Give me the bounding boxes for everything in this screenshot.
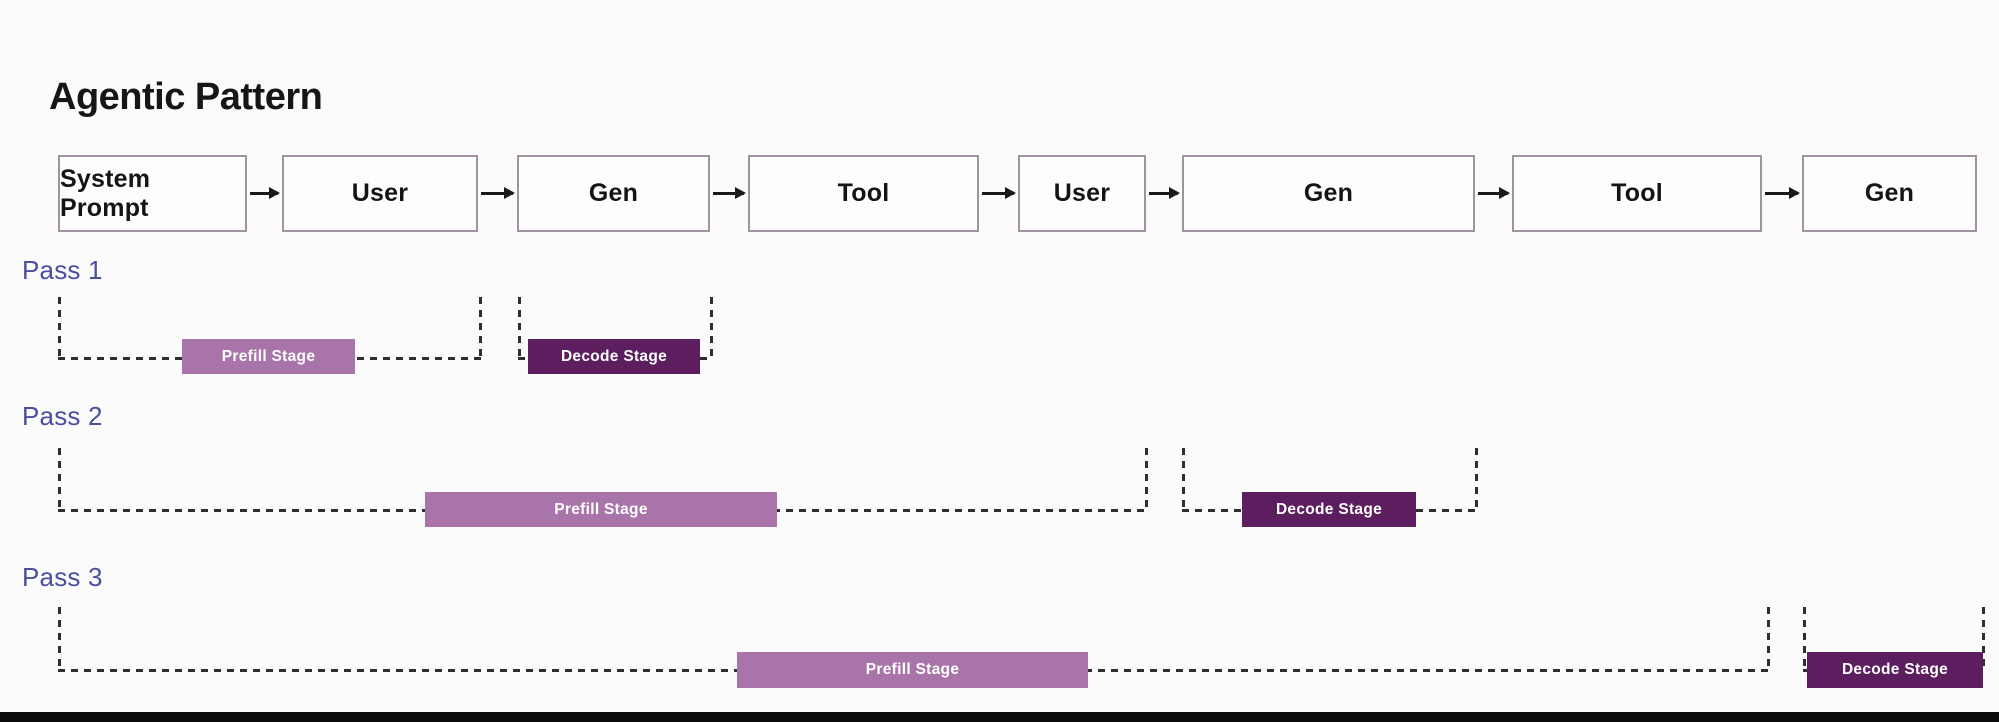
decode-stage-bar: Decode Stage bbox=[1807, 652, 1983, 688]
decode-stage-bar: Decode Stage bbox=[528, 339, 700, 374]
flow-arrow-icon bbox=[250, 187, 280, 199]
flow-box-system-prompt: System Prompt bbox=[58, 155, 247, 232]
flow-box-gen: Gen bbox=[1802, 155, 1977, 232]
flow-arrow-icon bbox=[1149, 187, 1180, 199]
flow-box-label: System Prompt bbox=[60, 164, 151, 222]
prefill-stage-bar: Prefill Stage bbox=[737, 652, 1088, 688]
flow-arrow-icon bbox=[713, 187, 746, 199]
bracket-left-dashed-line bbox=[1803, 607, 1806, 670]
flow-box-label: User bbox=[1053, 179, 1111, 207]
pass-label: Pass 3 bbox=[22, 562, 103, 592]
prefill-stage-bar: Prefill Stage bbox=[182, 339, 355, 374]
flow-arrow-icon bbox=[481, 187, 515, 199]
bracket-left-dashed-line bbox=[58, 297, 61, 358]
prefill-stage-bar: Prefill Stage bbox=[425, 492, 777, 527]
stage-bar-label: Prefill Stage bbox=[221, 347, 316, 365]
flow-box-tool: Tool bbox=[1512, 155, 1762, 232]
bracket-right-dashed-line bbox=[479, 297, 482, 358]
stage-bar-label: Decode Stage bbox=[1841, 661, 1949, 678]
flow-box-gen: Gen bbox=[517, 155, 710, 232]
flow-box-label: Tool bbox=[837, 179, 890, 207]
stage-bar-label: Prefill Stage bbox=[865, 661, 960, 678]
flow-box-label: Gen bbox=[1864, 179, 1915, 207]
flow-arrow-icon bbox=[982, 187, 1016, 199]
bracket-right-dashed-line bbox=[1767, 607, 1770, 670]
flow-box-tool: Tool bbox=[748, 155, 979, 232]
bracket-left-dashed-line bbox=[58, 448, 61, 510]
flow-box-label: Tool bbox=[1611, 179, 1663, 207]
flow-arrow-icon bbox=[1478, 187, 1510, 199]
bracket-right-dashed-line bbox=[710, 297, 713, 358]
bracket-right-dashed-line bbox=[1982, 607, 1985, 670]
bracket-left-dashed-line bbox=[518, 297, 521, 358]
flow-box-user: User bbox=[282, 155, 478, 232]
bracket-left-dashed-line bbox=[1182, 448, 1185, 510]
stage-bar-label: Prefill Stage bbox=[554, 500, 648, 518]
stage-bar-label: Decode Stage bbox=[560, 347, 668, 365]
bottom-divider-bar bbox=[0, 712, 1999, 722]
flow-box-label: Gen bbox=[1303, 179, 1354, 207]
page-title: Agentic Pattern bbox=[49, 76, 323, 118]
bracket-right-dashed-line bbox=[1475, 448, 1478, 510]
flow-box-label: User bbox=[351, 179, 409, 207]
flow-box-user: User bbox=[1018, 155, 1146, 232]
stage-bar-label: Decode Stage bbox=[1275, 500, 1383, 518]
flow-arrow-icon bbox=[1765, 187, 1800, 199]
decode-stage-bar: Decode Stage bbox=[1242, 492, 1416, 527]
pass-label: Pass 1 bbox=[22, 255, 103, 285]
bracket-left-dashed-line bbox=[58, 607, 61, 670]
flow-box-label: Gen bbox=[588, 179, 639, 207]
flow-box-gen: Gen bbox=[1182, 155, 1475, 232]
bracket-right-dashed-line bbox=[1145, 448, 1148, 510]
pass-label: Pass 2 bbox=[22, 401, 103, 431]
